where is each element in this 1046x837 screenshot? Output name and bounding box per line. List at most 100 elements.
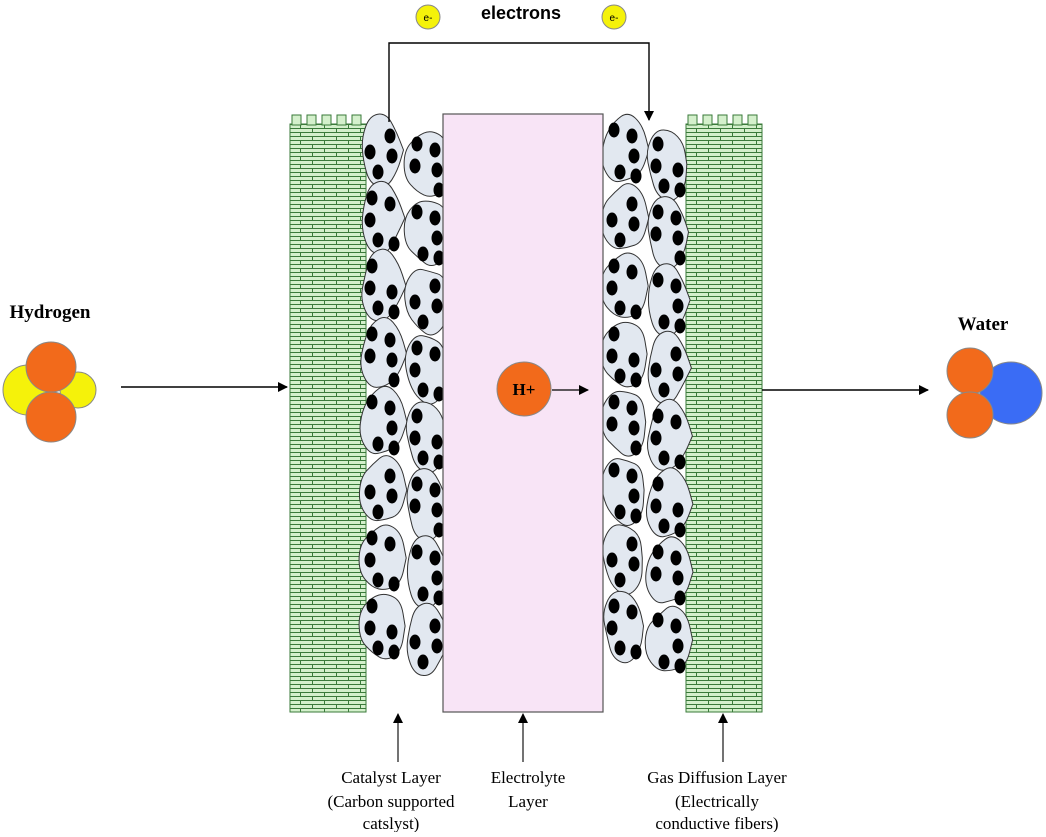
carbon-particle [429,346,441,362]
carbon-particle [429,142,441,158]
carbon-particle [433,182,445,198]
gdl-crenel [351,114,362,126]
carbon-particle [431,638,443,654]
catalyst-support [359,385,408,455]
carbon-particle [384,536,396,552]
catalyst-label-line3: catslyst) [363,814,420,832]
gas-diffusion-layer-left [289,114,367,713]
carbon-particle [608,462,620,478]
catalyst-label-line1: Catalyst Layer [341,768,441,787]
carbon-particle [672,638,684,654]
electrolyte-label-line1: Electrolyte [491,768,566,787]
hydrogen-label: Hydrogen [10,302,91,323]
carbon-particle [411,476,423,492]
gas-diffusion-layer-right [685,114,763,713]
gdl-crenel [702,114,713,126]
carbon-particle [630,304,642,320]
electron-right-icon: e- [601,4,627,30]
carbon-particle [364,484,376,500]
carbon-particle [626,196,638,212]
gdl-label-line3: conductive fibers) [655,814,778,832]
carbon-particle [650,158,662,174]
carbon-particle [411,340,423,356]
carbon-particle [672,502,684,518]
carbon-particle [388,440,400,456]
carbon-particle [674,454,686,470]
carbon-particle [431,502,443,518]
carbon-particle [652,408,664,424]
carbon-particle [606,416,618,432]
carbon-particle [630,644,642,660]
carbon-particle [366,326,378,342]
gdl-crenel [747,114,758,126]
carbon-particle [364,212,376,228]
carbon-particle [417,654,429,670]
carbon-particle [386,284,398,300]
carbon-particle [614,368,626,384]
carbon-particle [409,634,421,650]
carbon-particle [650,498,662,514]
carbon-particle [614,640,626,656]
gdl-crenel [336,114,347,126]
carbon-particle [411,204,423,220]
gdl-crenel [291,114,302,126]
carbon-particle [386,488,398,504]
carbon-particle [652,544,664,560]
carbon-particle [409,158,421,174]
carbon-particle [672,230,684,246]
electrolyte-label-line2: Layer [508,792,548,811]
carbon-particle [672,366,684,382]
carbon-particle [366,598,378,614]
carbon-particle [672,162,684,178]
carbon-particle [417,246,429,262]
carbon-particle [608,258,620,274]
carbon-particle [626,400,638,416]
carbon-particle [608,598,620,614]
carbon-particle [628,556,640,572]
carbon-particle [429,618,441,634]
carbon-particle [674,590,686,606]
carbon-particle [606,620,618,636]
carbon-particle [628,216,640,232]
carbon-particle [429,210,441,226]
water-label: Water [958,314,1009,335]
carbon-particle [606,348,618,364]
svg-text:H+: H+ [513,380,536,399]
carbon-particle [670,210,682,226]
svg-text:e-: e- [424,13,433,24]
carbon-particle [411,136,423,152]
carbon-particle [626,468,638,484]
carbon-particle [608,394,620,410]
carbon-particle [608,122,620,138]
carbon-particle [409,430,421,446]
carbon-particle [658,382,670,398]
carbon-particle [672,298,684,314]
proton-icon: H+ [496,361,552,417]
carbon-particle [630,440,642,456]
carbon-particle [417,314,429,330]
carbon-particle [670,278,682,294]
gdl-crenel [717,114,728,126]
carbon-particle [384,196,396,212]
catalyst-support [601,113,650,183]
gdl-crenel [306,114,317,126]
carbon-particle [658,314,670,330]
carbon-particle [614,504,626,520]
gdl-crenel [732,114,743,126]
carbon-particle [630,372,642,388]
carbon-particle [431,434,443,450]
carbon-particle [608,326,620,342]
carbon-particle [670,414,682,430]
carbon-particle [384,468,396,484]
carbon-particle [433,522,445,538]
carbon-particle [417,450,429,466]
carbon-particle [388,304,400,320]
carbon-particle [614,164,626,180]
carbon-particle [431,298,443,314]
carbon-particle [670,618,682,634]
carbon-particle [674,522,686,538]
carbon-particle [409,498,421,514]
carbon-particle [372,640,384,656]
carbon-particle [384,332,396,348]
carbon-particle [614,572,626,588]
